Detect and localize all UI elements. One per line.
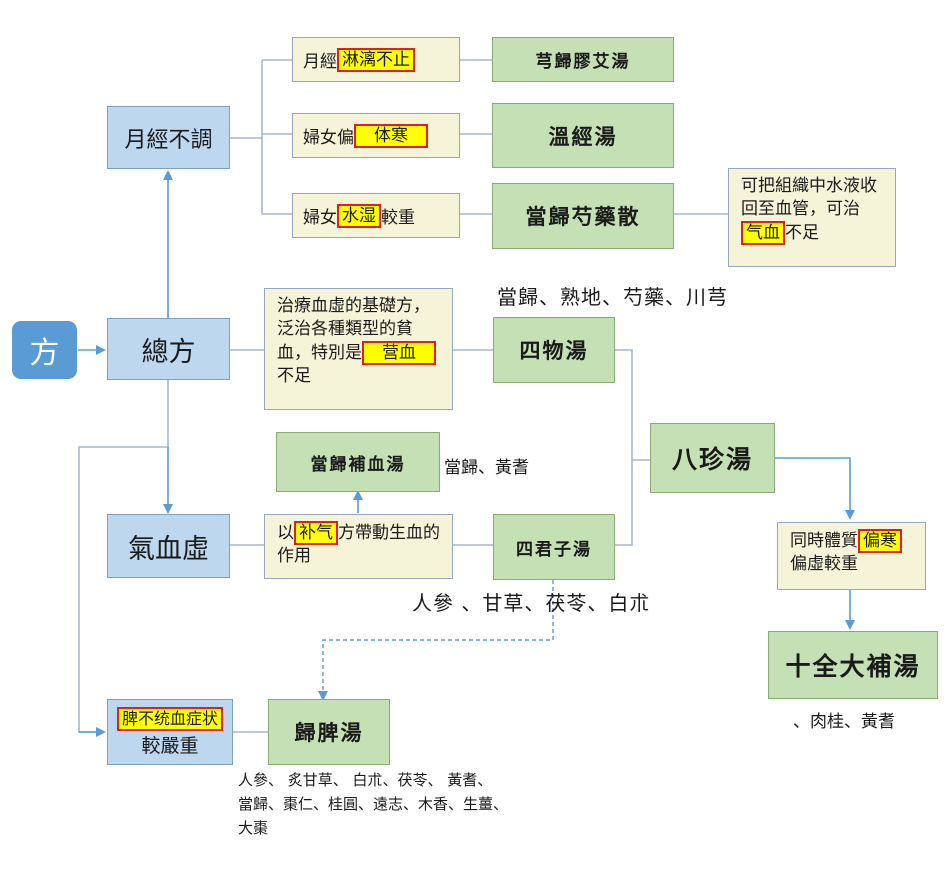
bazhen-cold-prefix: 同時體質 xyxy=(790,531,858,551)
ingredients-gui-pi-line1: 人參、 炙甘草、 白朮、茯苓、 黃耆、 xyxy=(238,771,493,789)
ingredients-gui-pi-line2: 當歸、棗仁、桂圓、遠志、木香、生薑、 xyxy=(238,795,509,813)
note-danggui-highlight: 气血 xyxy=(741,221,785,245)
condition-women-dampness: 婦女 水湿 較重 xyxy=(292,193,460,238)
formula-xiong-gui-jiao-ai: 芎歸膠艾湯 xyxy=(492,37,674,82)
bazhen-cold-suffix: 偏虛較重 xyxy=(790,554,858,574)
qi-drive-suffix: 方帶動生血的作用 xyxy=(277,523,440,566)
formula-wen-jing-label: 溫經湯 xyxy=(548,123,618,149)
formula-shi-quan-da-bu-label: 十全大補湯 xyxy=(785,652,921,681)
formula-gui-pi-label: 歸脾湯 xyxy=(294,720,364,745)
condition-women-cold: 婦女偏 体寒 xyxy=(292,113,460,158)
formula-dang-gui-bu-xue: 當歸補血湯 xyxy=(276,432,440,492)
note-danggui-suffix: 不足 xyxy=(785,223,819,243)
description-siwu-base: 治療血虛的基礎方，泛治各種類型的貧血，特別是营血不足 xyxy=(264,288,453,410)
note-danggui-shaoyao: 可把組織中水液收回至血管，可治气血不足 xyxy=(728,168,896,267)
ingredients-shi-quan: 、肉桂、黃耆 xyxy=(793,712,895,732)
cond-damp-highlight: 水湿 xyxy=(337,203,381,228)
spleen-highlight: 脾不统血症状 xyxy=(116,706,223,731)
condition-cold-constitution: 同時體質偏寒偏虛較重 xyxy=(777,522,926,590)
dashed-arrow-sijunzi-to-guipi xyxy=(318,580,554,701)
siwu-desc-text: 治療血虛的基礎方，泛治各種類型的貧血，特別是 xyxy=(277,296,430,363)
cond-dripping-prefix: 月經 xyxy=(303,52,337,72)
cond-dripping-highlight: 淋漓不止 xyxy=(337,47,415,72)
ingredients-si-jun-zi: 人參 、甘草、茯苓、白朮 xyxy=(412,591,651,615)
category-spleen-not-controlling-blood: 脾不统血症状 較嚴重 xyxy=(107,699,233,765)
formula-dang-gui-shao-yao: 當歸芍藥散 xyxy=(492,183,674,249)
formula-si-wu: 四物湯 xyxy=(493,317,615,383)
formula-dang-gui-bu-xue-label: 當歸補血湯 xyxy=(310,454,406,475)
root-label: 方 xyxy=(29,336,60,371)
category-menstrual-irregular: 月經不調 xyxy=(107,106,230,169)
formula-ba-zhen-label: 八珍湯 xyxy=(671,445,753,474)
formula-shi-quan-da-bu: 十全大補湯 xyxy=(768,631,938,699)
category-qi-blood-label: 氣血虛 xyxy=(128,533,209,565)
formula-si-wu-label: 四物湯 xyxy=(519,338,589,363)
cond-damp-suffix: 較重 xyxy=(381,208,415,228)
cond-cold-highlight: 体寒 xyxy=(354,123,428,148)
cond-cold-prefix: 婦女偏 xyxy=(303,128,354,148)
cond-damp-prefix: 婦女 xyxy=(303,208,337,228)
qi-drive-highlight: 补气 xyxy=(294,521,338,545)
category-menstrual-label: 月經不調 xyxy=(124,127,213,153)
category-general-label: 總方 xyxy=(141,336,196,368)
bazhen-cold-highlight: 偏寒 xyxy=(858,529,902,553)
qi-drive-prefix: 以 xyxy=(277,523,294,543)
spleen-severity-label: 較嚴重 xyxy=(141,734,199,757)
siwu-desc-suffix: 不足 xyxy=(277,366,311,386)
line-siwu-to-bazhen xyxy=(615,349,650,546)
category-qi-blood-deficiency: 氣血虛 xyxy=(107,514,230,578)
ingredients-si-wu: 當歸、熟地、芍藥、川芎 xyxy=(497,285,728,309)
formula-gui-pi: 歸脾湯 xyxy=(268,699,390,765)
condition-qi-drives-blood: 以补气方帶動生血的作用 xyxy=(264,514,453,579)
formula-dang-gui-shao-yao-label: 當歸芍藥散 xyxy=(525,204,641,229)
category-general-formula: 總方 xyxy=(107,318,230,380)
line-menstrual-to-conditions xyxy=(230,59,292,215)
formula-si-jun-zi: 四君子湯 xyxy=(493,514,615,580)
root-node-fang: 方 xyxy=(12,321,77,379)
note-danggui-text: 可把組織中水液收回至血管，可治 xyxy=(741,176,877,219)
formula-si-jun-zi-label: 四君子湯 xyxy=(516,539,592,560)
condition-menstrual-dripping: 月經 淋漓不止 xyxy=(292,37,460,82)
ingredients-dang-gui-bu-xue: 當歸、黃耆 xyxy=(444,458,529,478)
formula-wen-jing: 溫經湯 xyxy=(492,103,674,168)
ingredients-gui-pi-line3: 大棗 xyxy=(238,819,269,837)
arrow-bazhen-to-cold xyxy=(775,457,855,520)
formula-ba-zhen: 八珍湯 xyxy=(650,423,775,493)
siwu-desc-highlight: 营血 xyxy=(362,341,436,365)
formula-xiong-gui-jiao-ai-label: 芎歸膠艾湯 xyxy=(535,52,631,72)
